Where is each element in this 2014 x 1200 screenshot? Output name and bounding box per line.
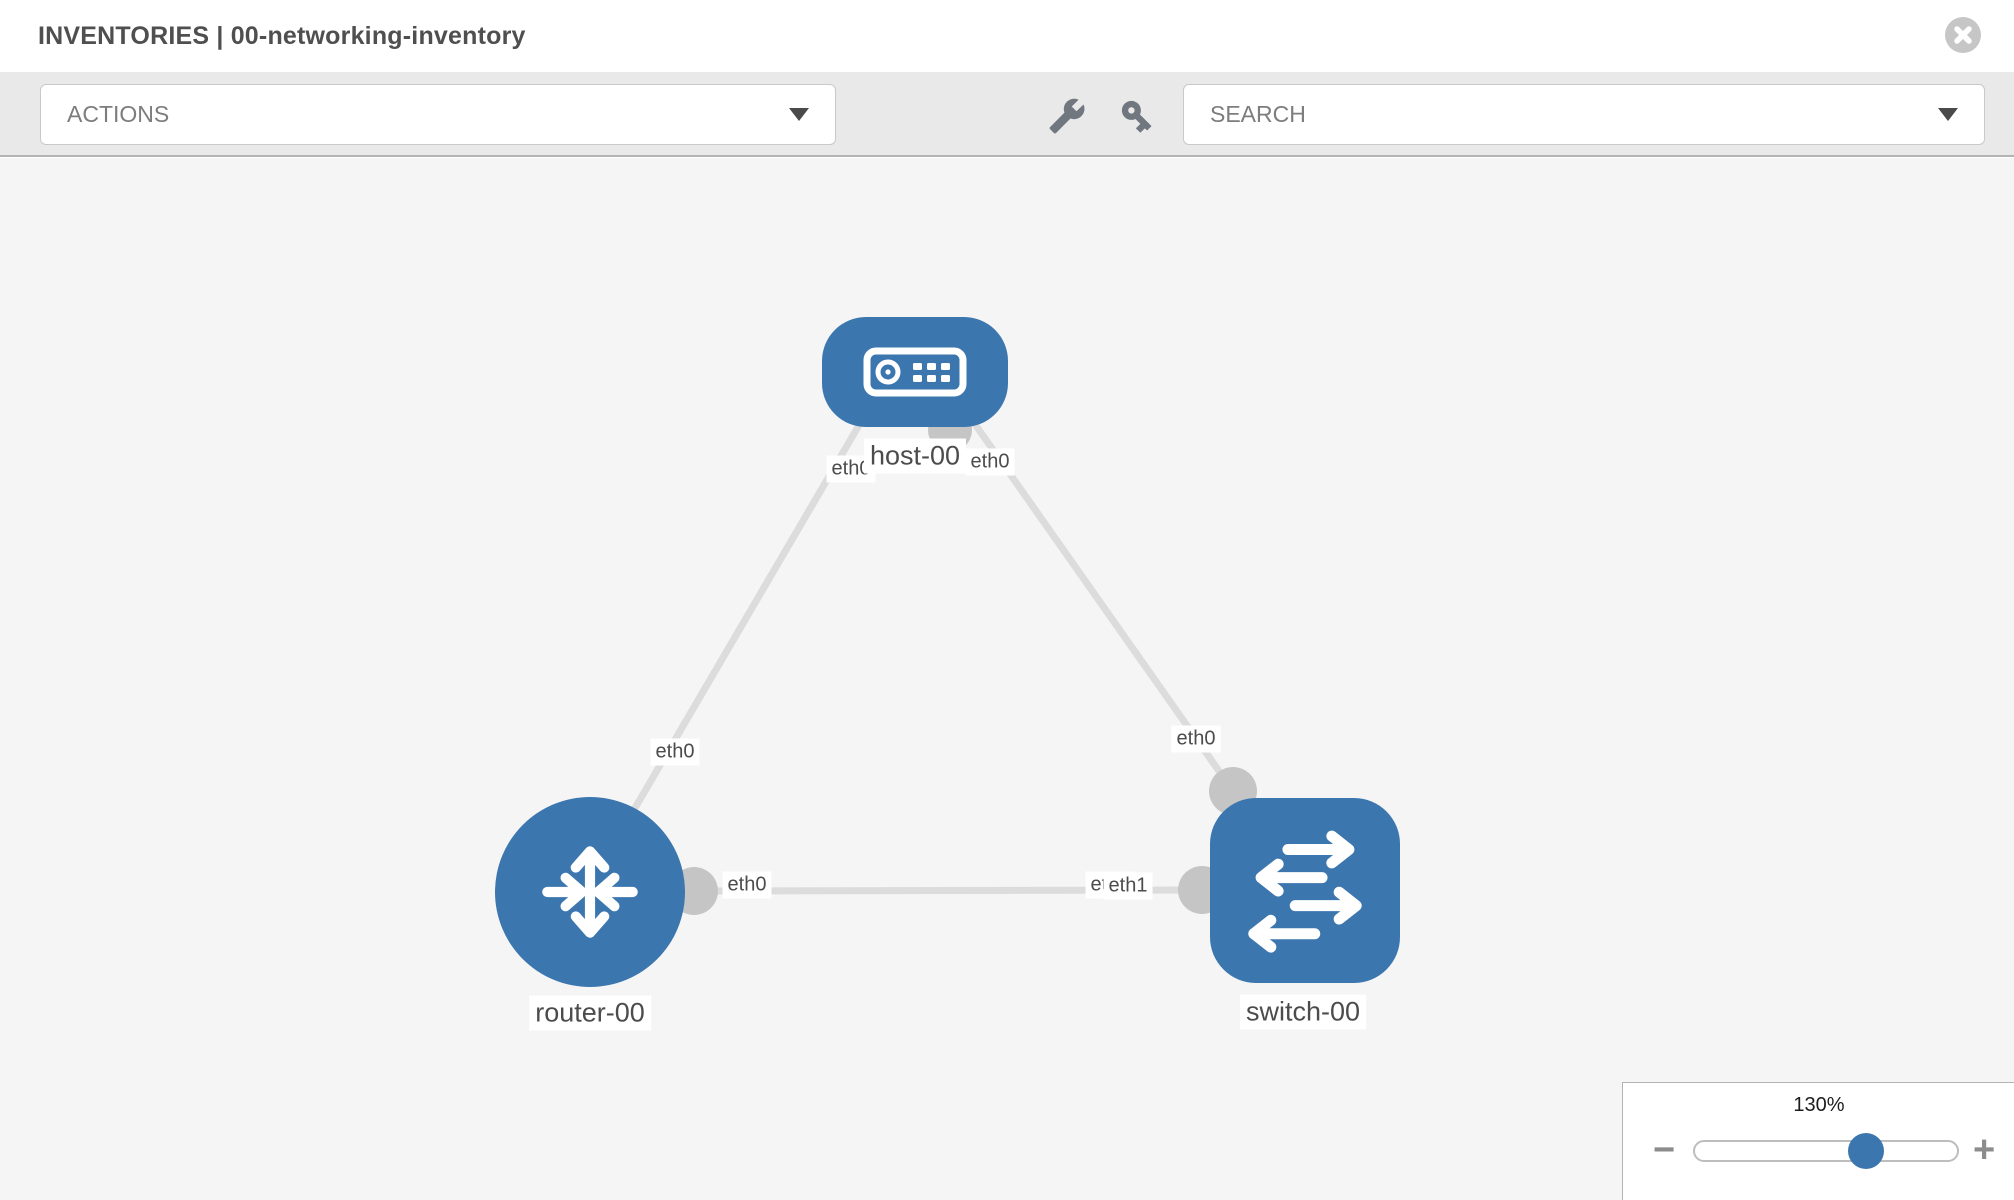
zoom-panel: 130% − + xyxy=(1622,1082,2014,1200)
node-switch-00[interactable] xyxy=(1210,798,1400,983)
topology-canvas[interactable]: host-00 router-00 switch-00 eth0 eth0 et… xyxy=(0,158,2014,1200)
zoom-out-button[interactable]: − xyxy=(1653,1129,1676,1171)
chevron-down-icon xyxy=(789,108,809,121)
node-label-router: router-00 xyxy=(529,995,651,1031)
chevron-down-icon xyxy=(1938,108,1958,121)
search-dropdown[interactable]: SEARCH xyxy=(1183,84,1985,145)
toolbar: ACTIONS SEARCH xyxy=(0,72,2014,157)
x-circle-icon xyxy=(1954,26,1972,44)
search-dropdown-label: SEARCH xyxy=(1210,101,1306,127)
if-label-switch-eth1: eth1 xyxy=(1103,872,1153,900)
actions-dropdown[interactable]: ACTIONS xyxy=(40,84,836,145)
wrench-icon[interactable] xyxy=(1048,97,1086,135)
actions-dropdown-label: ACTIONS xyxy=(67,101,170,127)
if-label-router-eth0-uplink: eth0 xyxy=(650,738,700,766)
zoom-slider-handle[interactable] xyxy=(1848,1133,1884,1169)
node-label-host: host-00 xyxy=(863,438,967,474)
topology-links-layer xyxy=(624,408,1257,915)
if-label-switch-eth0-uplink: eth0 xyxy=(1171,725,1221,753)
zoom-slider[interactable] xyxy=(1693,1133,1959,1169)
node-label-switch: switch-00 xyxy=(1239,994,1367,1030)
close-button[interactable] xyxy=(1945,17,1981,53)
page-title: INVENTORIES | 00-networking-inventory xyxy=(38,22,526,50)
if-label-router-eth0: eth0 xyxy=(722,871,772,899)
host-icon xyxy=(863,347,967,397)
key-icon[interactable] xyxy=(1118,97,1156,135)
zoom-in-button[interactable]: + xyxy=(1973,1129,1996,1171)
node-router-00[interactable] xyxy=(495,797,685,987)
zoom-level: 130% xyxy=(1793,1094,1845,1116)
node-host-00[interactable] xyxy=(822,317,1008,427)
switch-icon xyxy=(1248,830,1362,953)
header: INVENTORIES | 00-networking-inventory xyxy=(0,0,2014,72)
router-icon xyxy=(542,846,638,938)
if-label-host-eth0-right: eth0 xyxy=(965,448,1015,476)
